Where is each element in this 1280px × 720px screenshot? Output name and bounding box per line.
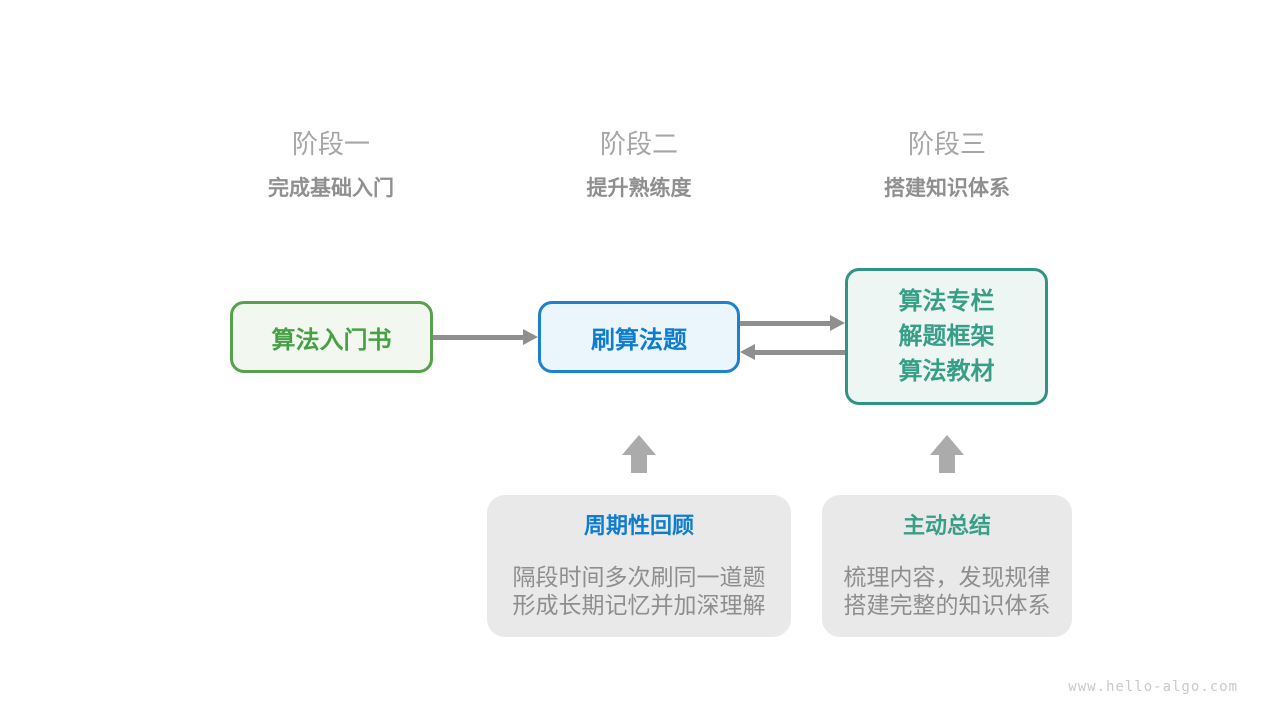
callout-active-summary: 主动总结 梳理内容，发现规律 搭建完整的知识体系 xyxy=(822,495,1072,637)
stage-1-subtitle: 完成基础入门 xyxy=(268,177,394,200)
arrow-intro-to-practice-icon xyxy=(433,329,538,345)
stage-2-label: 阶段二 xyxy=(599,129,678,159)
up-arrow-stem xyxy=(939,455,955,473)
stage-3-header: 阶段三 搭建知识体系 xyxy=(797,128,1097,204)
callout-active-summary-body: 梳理内容，发现规律 搭建完整的知识体系 xyxy=(822,563,1072,619)
node-resources-line-2: 解题框架 xyxy=(898,323,995,350)
stage-1-header: 阶段一 完成基础入门 xyxy=(181,128,481,204)
callout-summary-line-2: 搭建完整的知识体系 xyxy=(843,592,1051,618)
arrow-shaft xyxy=(740,320,832,326)
node-intro-book: 算法入门书 xyxy=(230,301,433,373)
stage-1-label: 阶段一 xyxy=(291,129,370,159)
callout-periodic-review: 周期性回顾 隔段时间多次刷同一道题 形成长期记忆并加深理解 xyxy=(487,495,791,637)
node-knowledge-resources: 算法专栏 解题框架 算法教材 xyxy=(845,268,1048,405)
node-practice-problems: 刷算法题 xyxy=(538,301,740,373)
arrow-shaft xyxy=(433,334,525,340)
up-arrow-summary-icon xyxy=(930,435,964,473)
node-practice-problems-label: 刷算法题 xyxy=(591,326,687,354)
callout-periodic-review-title: 周期性回顾 xyxy=(583,513,694,538)
stage-3-subtitle: 搭建知识体系 xyxy=(884,177,1010,200)
arrow-resources-to-practice-icon xyxy=(740,344,845,360)
arrow-shaft xyxy=(753,349,845,355)
up-arrow-review-icon xyxy=(622,435,656,473)
up-arrow-head xyxy=(930,435,964,455)
arrow-head xyxy=(740,344,755,360)
callout-summary-line-1: 梳理内容，发现规律 xyxy=(843,564,1051,590)
callout-review-line-2: 形成长期记忆并加深理解 xyxy=(512,592,766,618)
node-intro-book-label: 算法入门书 xyxy=(271,326,392,354)
arrow-head xyxy=(523,329,538,345)
up-arrow-head xyxy=(622,435,656,455)
node-resources-line-3: 算法教材 xyxy=(898,358,995,385)
up-arrow-stem xyxy=(631,455,647,473)
callout-periodic-review-body: 隔段时间多次刷同一道题 形成长期记忆并加深理解 xyxy=(487,563,791,619)
stage-3-label: 阶段三 xyxy=(907,129,986,159)
arrow-practice-to-resources-icon xyxy=(740,315,845,331)
stage-2-header: 阶段二 提升熟练度 xyxy=(489,128,789,204)
callout-active-summary-title: 主动总结 xyxy=(902,513,991,538)
callout-review-line-1: 隔段时间多次刷同一道题 xyxy=(512,564,766,590)
node-resources-line-1: 算法专栏 xyxy=(898,288,995,315)
arrow-head xyxy=(830,315,845,331)
stage-2-subtitle: 提升熟练度 xyxy=(586,177,692,200)
watermark: www.hello-algo.com xyxy=(1068,679,1238,695)
